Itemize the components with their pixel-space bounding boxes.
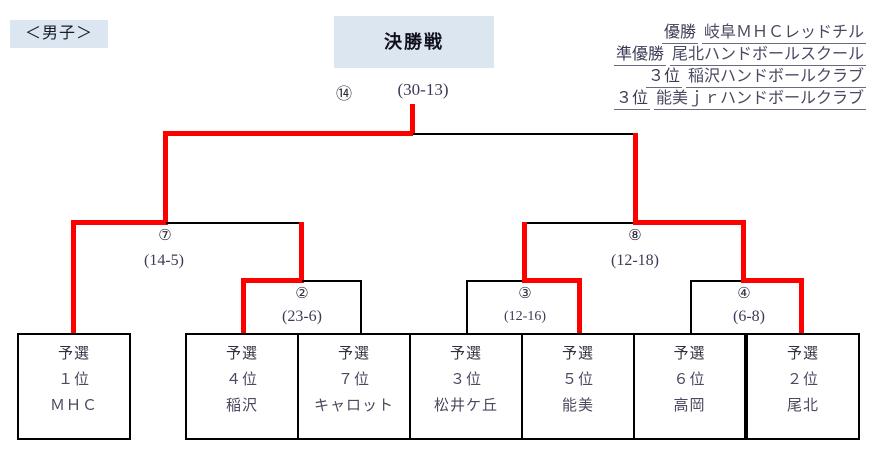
result-team: 稲沢ハンドボールクラブ [685, 62, 866, 88]
match8-score: (12-18) [611, 252, 659, 269]
semifinal-left-stem-line [163, 131, 168, 224]
result-rank: ３位 [645, 62, 682, 88]
team-rank: ２位 [786, 372, 819, 388]
team-stage: 予選 [337, 346, 370, 362]
team-name: 能美 [561, 398, 594, 414]
match4-right-leg-line [799, 278, 804, 335]
team-box: 予選 ４位 稲沢 [185, 333, 298, 440]
result-rank: 優勝 [661, 18, 698, 44]
result-team: 尾北ハンドボールスクール [669, 40, 866, 66]
final-match-title: 決勝戦 [334, 16, 494, 68]
match4-crossbar-winner-line [741, 278, 804, 283]
result-row: ３位 稲沢ハンドボールクラブ [560, 62, 866, 88]
final-match-score: (30-13) [397, 80, 449, 99]
match2-left-leg-line [241, 278, 246, 335]
team-rank: ６位 [673, 372, 706, 388]
team-box: 予選 ５位 能美 [522, 333, 634, 440]
team-stage: 予選 [449, 346, 482, 362]
team-rank: ５位 [561, 372, 594, 388]
team-rank: １位 [57, 372, 90, 388]
team-stage: 予選 [57, 346, 90, 362]
match3-crossbar-line [466, 280, 524, 282]
team-box: 予選 ６位 高岡 [634, 333, 746, 440]
team-stage: 予選 [225, 346, 258, 362]
result-team: 能美ｊｒハンドボールクラブ [653, 84, 866, 110]
match2-right-leg-line [360, 280, 362, 335]
match2-crossbar-line [302, 280, 362, 282]
team-box: 予選 ２位 尾北 [746, 333, 860, 440]
team-name: ＭＨＣ [49, 398, 98, 414]
match8-number: ⑧ [628, 228, 642, 244]
result-rank: 準優勝 [613, 40, 666, 66]
match3-left-leg-line [466, 280, 468, 335]
match4-number: ④ [737, 286, 751, 302]
team-rank: ７位 [337, 372, 370, 388]
team-box: 予選 １位 ＭＨＣ [17, 333, 131, 440]
match4-crossbar-line [690, 280, 746, 282]
match8-right-leg-line [741, 220, 746, 282]
team-box: 予選 ３位 松井ケ丘 [410, 333, 522, 440]
match7-crossbar-winner-line [71, 220, 168, 225]
match3-right-leg-line [577, 278, 582, 335]
match3-number: ③ [518, 286, 532, 302]
final-crossbar-line [413, 133, 637, 135]
team-name: 高岡 [673, 398, 706, 414]
team-name: キャロット [313, 398, 394, 414]
match4-left-leg-line [690, 280, 692, 335]
final-crossbar-winner-line [163, 131, 413, 136]
team-rank: ３位 [449, 372, 482, 388]
match8-crossbar-line [522, 222, 635, 224]
result-row: 準優勝 尾北ハンドボールスクール [560, 40, 866, 66]
match7-score: (14-5) [144, 252, 184, 269]
result-row: ３位 能美ｊｒハンドボールクラブ [560, 84, 866, 110]
team-name: 稲沢 [225, 398, 258, 414]
result-team: 岐阜ＭＨＣレッドチル [701, 18, 866, 44]
result-row: 優勝 岐阜ＭＨＣレッドチル [560, 18, 866, 44]
category-badge: ＜男子＞ [10, 20, 108, 48]
match2-crossbar-winner-line [241, 278, 304, 283]
match3-score: (12-16) [504, 309, 546, 324]
match8-left-leg-line [522, 222, 527, 282]
match7-right-leg-line [299, 222, 304, 282]
match7-crossbar-line [166, 222, 301, 224]
match2-score: (23-6) [282, 308, 322, 325]
match3-crossbar-winner-line [522, 278, 582, 283]
final-match-number: ⑭ [335, 86, 352, 103]
team-stage: 予選 [561, 346, 594, 362]
match4-score: (6-8) [733, 308, 765, 325]
team-rank: ４位 [225, 372, 258, 388]
results-list: 優勝 岐阜ＭＨＣレッドチル 準優勝 尾北ハンドボールスクール ３位 稲沢ハンドボ… [560, 18, 866, 110]
match2-number: ② [295, 286, 309, 302]
result-rank: ３位 [613, 84, 650, 110]
match7-number: ⑦ [158, 228, 172, 244]
semifinal-right-stem-line [633, 133, 638, 224]
team-name: 松井ケ丘 [433, 398, 498, 414]
team-box: 予選 ７位 キャロット [298, 333, 410, 440]
team-name: 尾北 [786, 398, 819, 414]
match7-left-leg-line [71, 220, 76, 335]
match8-crossbar-winner-line [633, 220, 745, 225]
team-stage: 予選 [786, 346, 819, 362]
team-stage: 予選 [673, 346, 706, 362]
final-stem-line [410, 104, 415, 135]
